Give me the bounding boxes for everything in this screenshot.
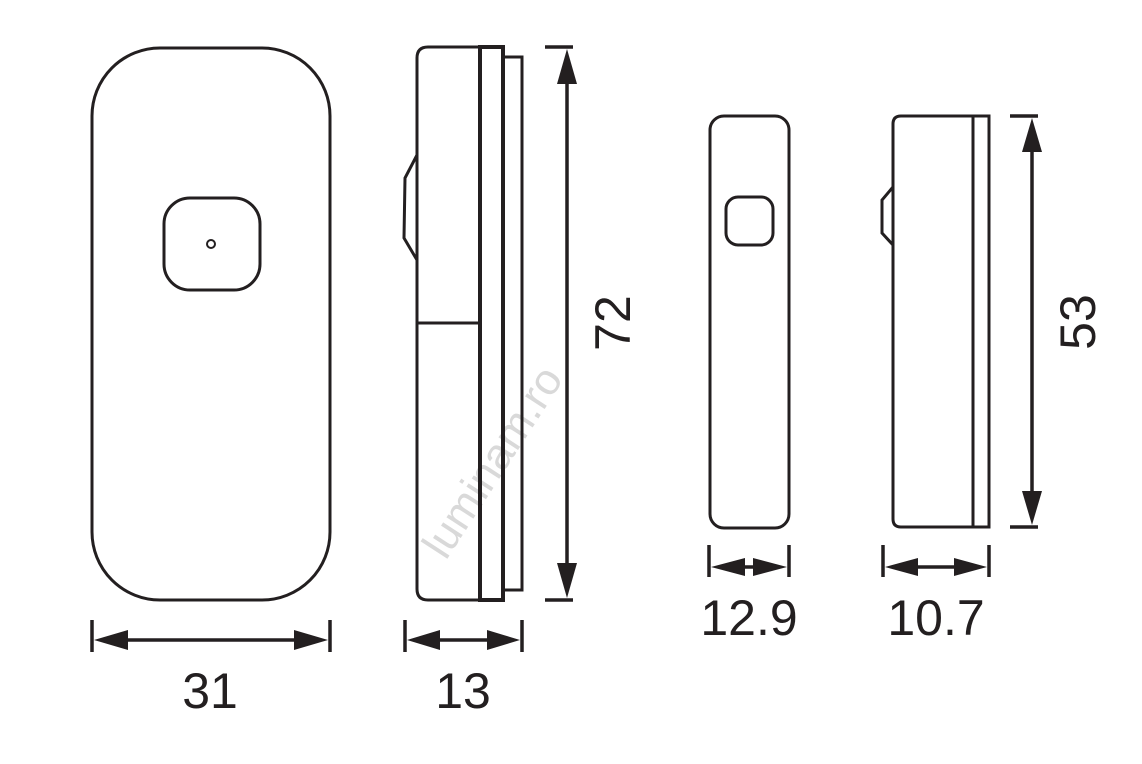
switch-front-view — [90, 46, 332, 602]
sensor-side-view — [880, 114, 991, 529]
dimension-label-width: 31 — [182, 663, 238, 719]
dimension-label-height: 72 — [585, 295, 641, 351]
dimension-label-small-height: 53 — [1050, 294, 1106, 350]
switch-button — [162, 196, 262, 292]
dimension-label-depth: 13 — [435, 663, 491, 719]
switch-side-view — [402, 45, 524, 602]
height-dimension-53: 53 — [1010, 114, 1106, 529]
width-dimension-31: 31 — [90, 620, 332, 719]
dimension-label-small-width: 12.9 — [700, 590, 797, 646]
depth-dimension-13: 13 — [403, 620, 524, 719]
sensor-front-view — [708, 114, 791, 530]
dimension-label-small-depth: 10.7 — [887, 590, 984, 646]
height-dimension-72: 72 — [545, 45, 641, 602]
sensor-button — [724, 195, 775, 247]
depth-dimension-10-7: 10.7 — [881, 545, 991, 646]
watermark: luminam.ro — [413, 358, 573, 567]
indicator-led — [206, 239, 216, 249]
width-dimension-12-9: 12.9 — [700, 545, 798, 646]
